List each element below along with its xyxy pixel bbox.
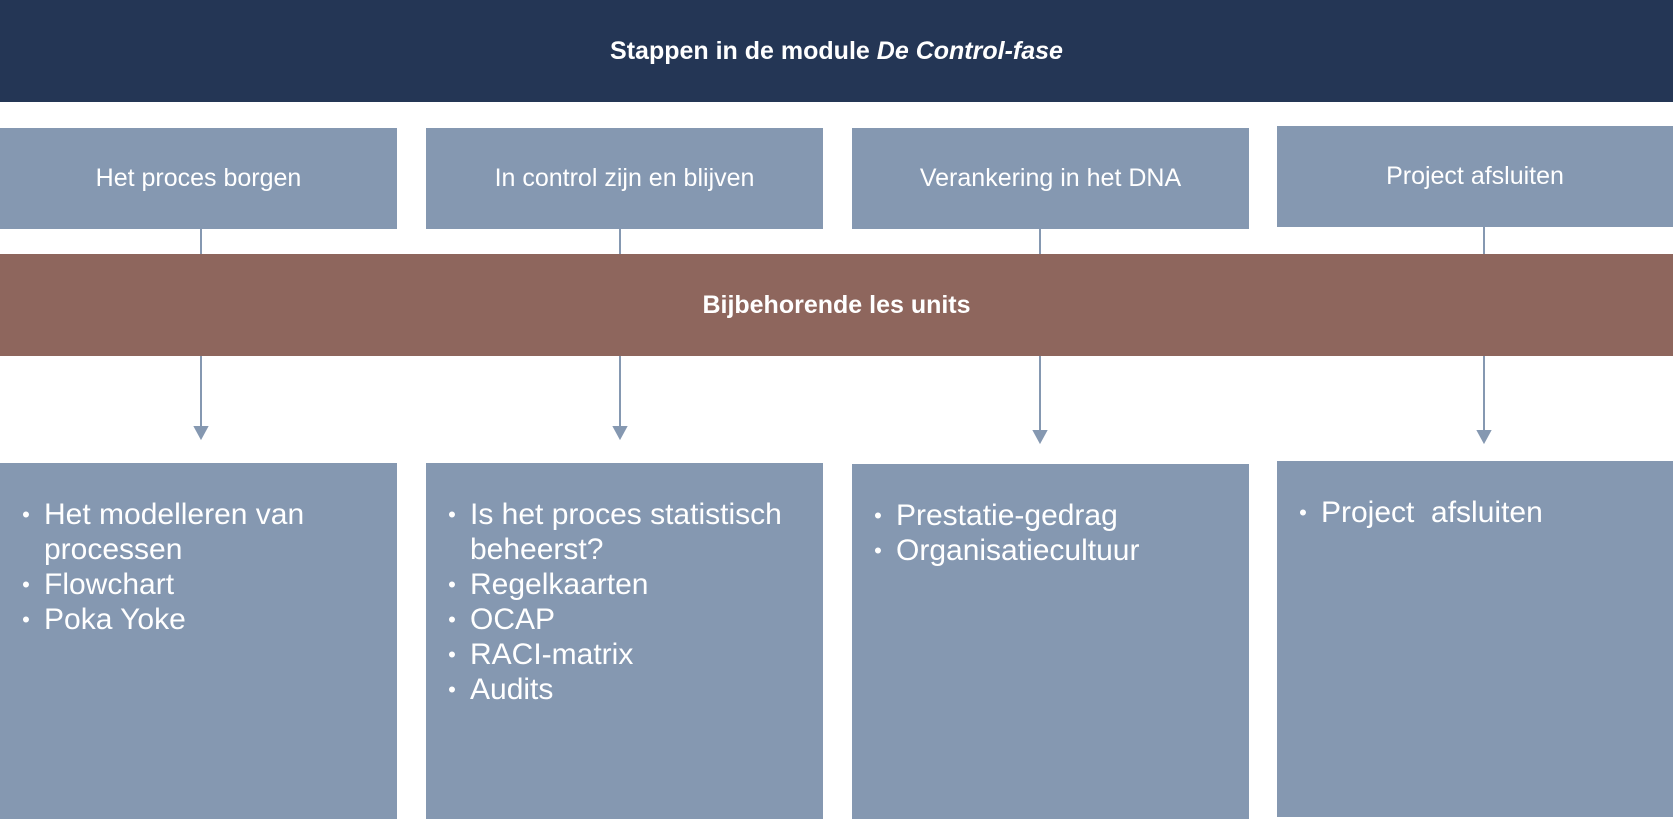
unit-label: Audits [470, 673, 554, 706]
unit-label: Poka Yoke [44, 603, 186, 636]
bullet-glyph: • [1299, 500, 1307, 525]
unit-label: Project afsluiten [1321, 496, 1543, 529]
unit-label: Flowchart [44, 568, 175, 601]
unit-label: OCAP [470, 603, 556, 636]
unit-label: Organisatiecultuur [896, 534, 1140, 567]
units-list: • Is het proces statistisch beheerst? • Re… [442, 497, 807, 707]
bullet-glyph: • [22, 607, 30, 632]
bullet-glyph: • [874, 538, 882, 563]
bullet-glyph: • [448, 502, 456, 527]
unit-item: • Audits [442, 672, 807, 707]
units-box-3: • Prestatie-gedrag • Organisatiecultuur [852, 464, 1249, 819]
connector-arrowhead-2 [612, 426, 628, 441]
bullet-glyph: • [874, 503, 882, 528]
connector-arrowhead-1 [193, 426, 209, 441]
unit-label: Prestatie-gedrag [896, 499, 1118, 532]
unit-item: • OCAP [442, 602, 807, 637]
unit-item: • Flowchart [16, 567, 381, 602]
bullet-glyph: • [22, 502, 30, 527]
title-italic: De Control-fase [876, 36, 1063, 65]
unit-label: Het modelleren van processen [44, 498, 305, 566]
step-box-3: Verankering in het DNA [852, 128, 1249, 229]
unit-item: • Prestatie-gedrag [868, 498, 1233, 533]
title-plain: Stappen in de module [610, 36, 870, 65]
unit-item: • Regelkaarten [442, 567, 807, 602]
bullet-glyph: • [448, 677, 456, 702]
unit-item: • Poka Yoke [16, 602, 381, 637]
bullet-glyph: • [448, 642, 456, 667]
units-box-1: • Het modelleren van processen • Flowchart… [0, 463, 397, 819]
step-label: Verankering in het DNA [919, 164, 1182, 192]
units-band: Bijbehorende les units [0, 254, 1673, 356]
bullet-glyph: • [448, 607, 456, 632]
units-box-2: • Is het proces statistisch beheerst? • Re… [426, 463, 823, 819]
units-list: • Project afsluiten [1293, 495, 1657, 530]
step-box-2: In control zijn en blijven [426, 128, 823, 229]
unit-label: Is het proces statistisch beheerst? [470, 498, 782, 566]
unit-item: • Is het proces statistisch beheerst? [442, 497, 807, 567]
unit-item: • Organisatiecultuur [868, 533, 1233, 568]
units-box-4: • Project afsluiten [1277, 461, 1673, 817]
step-box-1: Het proces borgen [0, 128, 397, 229]
units-list: • Het modelleren van processen • Flowchart… [16, 497, 381, 637]
unit-label: RACI-matrix [470, 638, 634, 671]
step-label: In control zijn en blijven [494, 164, 755, 192]
connector-arrowhead-3 [1032, 430, 1048, 445]
units-list: • Prestatie-gedrag • Organisatiecultuur [868, 498, 1233, 568]
unit-label: Regelkaarten [470, 568, 649, 601]
unit-item: • RACI-matrix [442, 637, 807, 672]
diagram-title: Stappen in de module De Control-fase [0, 0, 1673, 102]
unit-item: • Project afsluiten [1293, 495, 1657, 530]
step-box-4: Project afsluiten [1277, 126, 1673, 227]
connector-arrowhead-4 [1476, 430, 1492, 445]
step-label: Het proces borgen [95, 164, 302, 192]
step-label: Project afsluiten [1386, 162, 1564, 190]
bullet-glyph: • [22, 572, 30, 597]
band-label: Bijbehorende les units [702, 290, 971, 319]
unit-item: • Het modelleren van processen [16, 497, 381, 567]
bullet-glyph: • [448, 572, 456, 597]
